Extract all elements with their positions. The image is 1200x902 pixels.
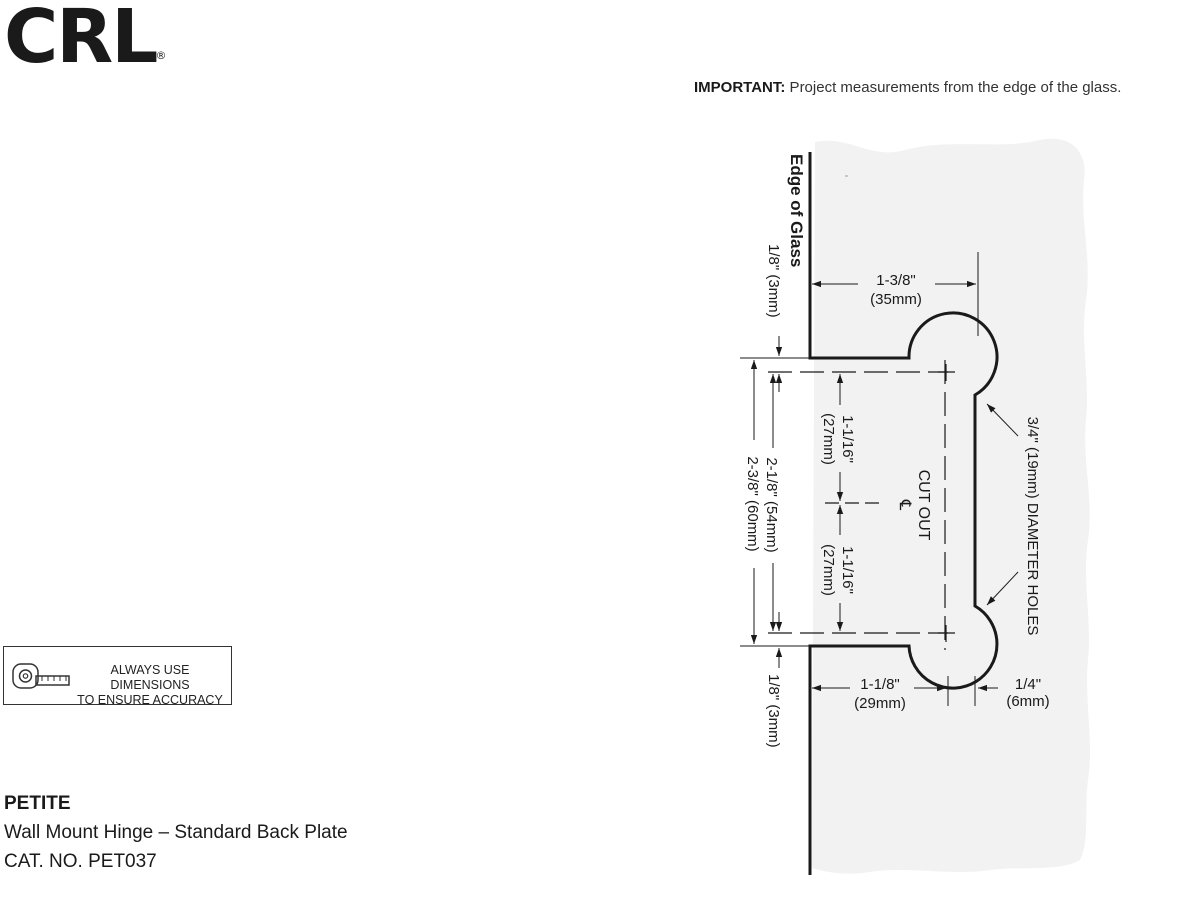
hole-edge-label-line2: (6mm) — [1006, 693, 1049, 710]
hole-leader-upper — [986, 403, 1019, 437]
tape-measure-icon — [12, 663, 70, 689]
hole-diameter-note: 3/4" (19mm) DIAMETER HOLES — [1024, 417, 1041, 636]
product-description: Wall Mount Hinge – Standard Back Plate — [4, 822, 348, 843]
accuracy-line-1: ALWAYS USE DIMENSIONS — [110, 663, 190, 692]
depth-label-line1: 1-3/8" — [876, 272, 916, 289]
catalog-number: CAT. NO. PET037 — [4, 851, 157, 872]
important-notice: IMPORTANT: Project measurements from the… — [694, 79, 1121, 96]
logo-text: CRL — [4, 0, 158, 80]
hole-center-label-line2: (29mm) — [854, 695, 906, 712]
upper-half-line2: (27mm) — [820, 413, 837, 465]
product-name: PETITE — [4, 793, 71, 814]
lower-half-line2: (27mm) — [820, 544, 837, 596]
important-text: Project measurements from the edge of th… — [785, 79, 1122, 96]
cutout-label: CUT OUT — [915, 470, 932, 541]
accuracy-box: ALWAYS USE DIMENSIONS TO ENSURE ACCURACY — [3, 646, 232, 708]
overall-height-label: 2-3/8" (60mm) — [744, 456, 761, 551]
glass-panel — [812, 138, 1090, 874]
depth-label-line2: (35mm) — [870, 291, 922, 308]
registered-mark: ® — [155, 49, 167, 62]
product-info: PETITE Wall Mount Hinge – Standard Back … — [4, 789, 348, 876]
upper-hole-center-mark — [938, 364, 955, 381]
accuracy-line-2: TO ENSURE ACCURACY — [77, 693, 223, 707]
bottom-offset-label: 1/8" (3mm) — [765, 674, 782, 748]
upper-half-line1: 1-1/16" — [839, 415, 856, 463]
top-offset-label: 1/8" (3mm) — [765, 244, 782, 318]
lower-hole-center-mark — [938, 625, 955, 642]
centerline-symbol: ℄ — [896, 499, 913, 511]
edge-of-glass-label: Edge of Glass — [787, 154, 806, 267]
hole-spacing-label: 2-1/8" (54mm) — [763, 457, 780, 552]
hole-center-label-line1: 1-1/8" — [860, 676, 900, 693]
lower-half-line1: 1-1/16" — [839, 546, 856, 594]
hole-leader-lower — [986, 571, 1019, 606]
hole-edge-label-line1: 1/4" — [1015, 676, 1041, 693]
crl-logo: CRL® — [4, 0, 166, 74]
important-label: IMPORTANT: — [694, 79, 786, 96]
accuracy-text: ALWAYS USE DIMENSIONS TO ENSURE ACCURACY — [72, 663, 228, 708]
